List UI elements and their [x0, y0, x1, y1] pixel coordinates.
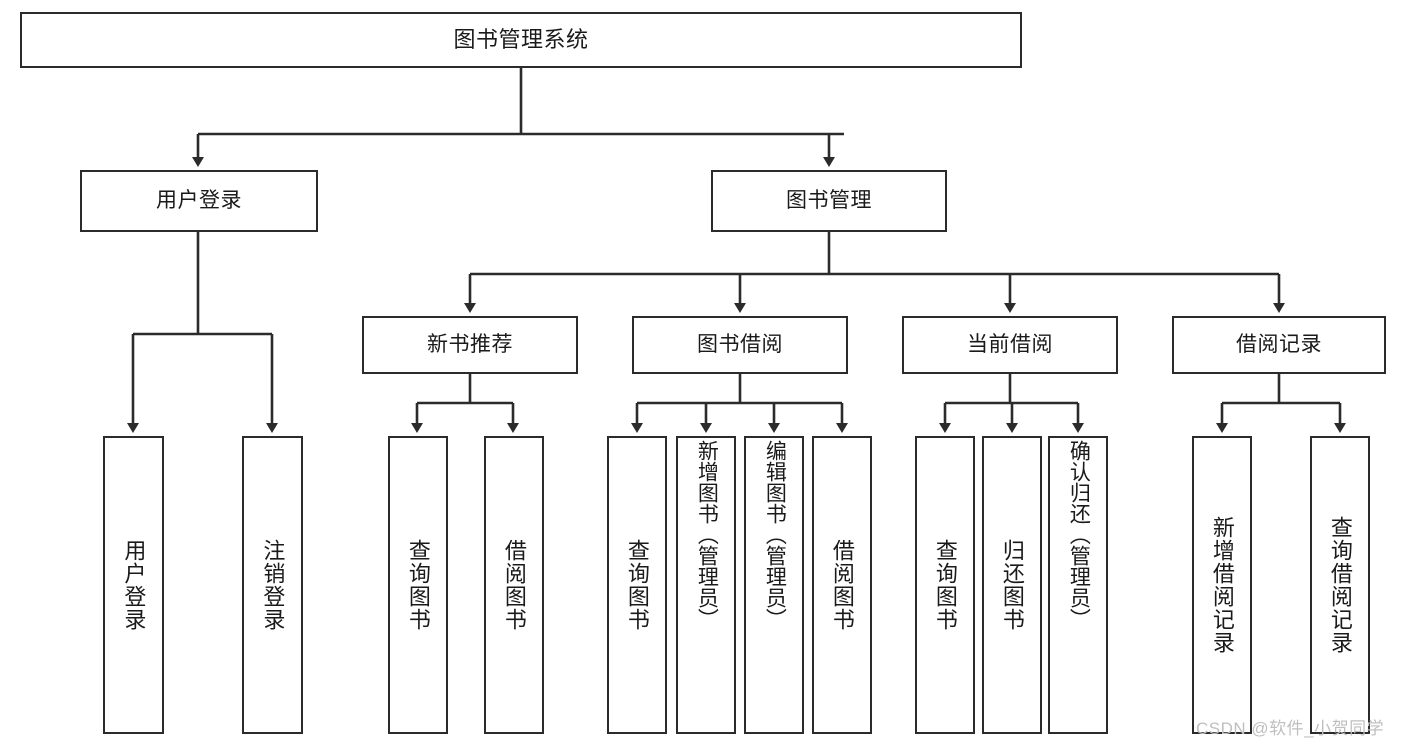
node-leaf-query-borrow-record-label: 查询借阅记录: [1327, 516, 1353, 654]
node-leaf-logout-label: 注销登录: [260, 539, 286, 631]
node-leaf-query-borrow-record[interactable]: 查询借阅记录: [1310, 436, 1370, 734]
node-leaf-add-borrow-record-label: 新增借阅记录: [1209, 516, 1235, 654]
node-book-borrow-label: 图书借阅: [697, 332, 783, 356]
node-leaf-user-login[interactable]: 用户登录: [103, 436, 164, 734]
node-leaf-edit-book-admin[interactable]: 编辑图书（管理员）: [744, 436, 804, 734]
node-current-borrow-label: 当前借阅: [967, 332, 1053, 356]
node-leaf-query-book-2[interactable]: 查询图书: [607, 436, 667, 734]
node-leaf-query-book-1[interactable]: 查询图书: [388, 436, 448, 734]
node-leaf-add-borrow-record[interactable]: 新增借阅记录: [1192, 436, 1252, 734]
node-new-book-recommend-label: 新书推荐: [427, 332, 513, 356]
node-book-borrow[interactable]: 图书借阅: [632, 316, 848, 374]
node-book-management-label: 图书管理: [786, 188, 872, 212]
node-leaf-return-book[interactable]: 归还图书: [982, 436, 1042, 734]
node-leaf-query-book-3-label: 查询图书: [932, 539, 958, 631]
node-leaf-confirm-return-admin[interactable]: 确认归还（管理员）: [1048, 436, 1108, 734]
node-leaf-borrow-book-2[interactable]: 借阅图书: [812, 436, 872, 734]
node-user-login[interactable]: 用户登录: [80, 170, 318, 232]
node-leaf-add-book-admin-label: 新增图书（管理员）: [695, 440, 719, 629]
node-root[interactable]: 图书管理系统: [20, 12, 1022, 68]
node-leaf-borrow-book-2-label: 借阅图书: [829, 539, 855, 631]
node-new-book-recommend[interactable]: 新书推荐: [362, 316, 578, 374]
node-leaf-add-book-admin[interactable]: 新增图书（管理员）: [676, 436, 736, 734]
node-leaf-borrow-book-1-label: 借阅图书: [501, 539, 527, 631]
node-root-label: 图书管理系统: [453, 27, 589, 53]
node-user-login-label: 用户登录: [156, 188, 242, 212]
node-leaf-edit-book-admin-label: 编辑图书（管理员）: [763, 440, 787, 629]
node-leaf-confirm-return-admin-label: 确认归还（管理员）: [1067, 440, 1091, 629]
node-book-management[interactable]: 图书管理: [711, 170, 947, 232]
node-leaf-user-login-label: 用户登录: [121, 539, 147, 631]
node-leaf-return-book-label: 归还图书: [999, 539, 1025, 631]
node-leaf-query-book-2-label: 查询图书: [624, 539, 650, 631]
node-leaf-query-book-1-label: 查询图书: [405, 539, 431, 631]
node-leaf-logout[interactable]: 注销登录: [242, 436, 303, 734]
node-leaf-query-book-3[interactable]: 查询图书: [915, 436, 975, 734]
watermark-text: CSDN @软件_小贺同学: [1196, 719, 1385, 738]
node-leaf-borrow-book-1[interactable]: 借阅图书: [484, 436, 544, 734]
node-current-borrow[interactable]: 当前借阅: [902, 316, 1118, 374]
node-borrow-records[interactable]: 借阅记录: [1172, 316, 1386, 374]
node-borrow-records-label: 借阅记录: [1236, 332, 1322, 356]
